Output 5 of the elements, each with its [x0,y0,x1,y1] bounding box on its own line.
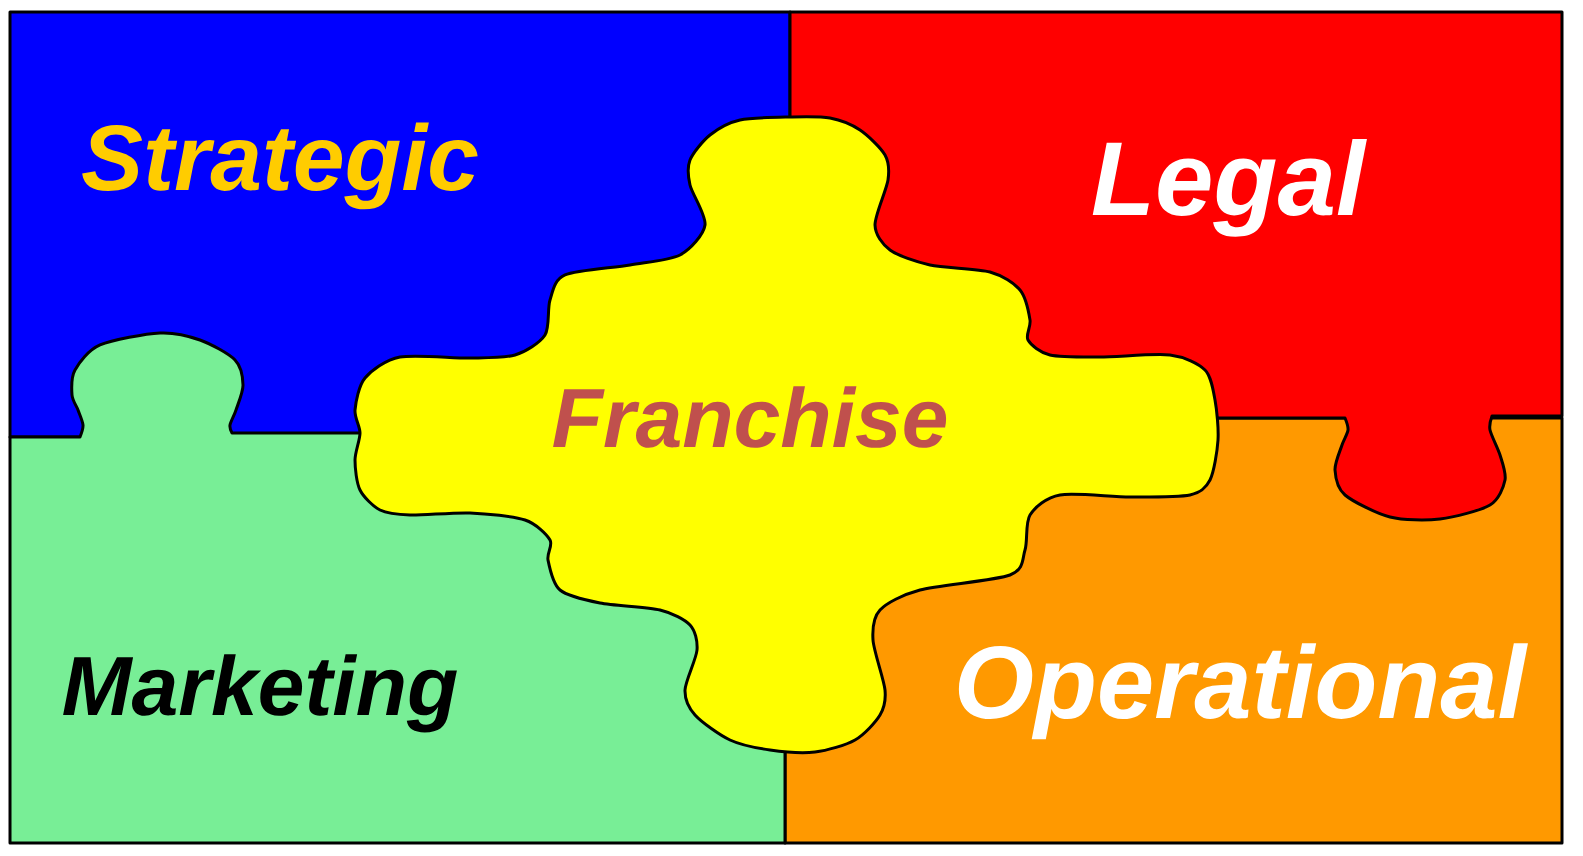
piece-label: Legal [1092,138,1367,237]
piece-label: Franchise [553,386,947,448]
piece-label: Operational [958,643,1528,740]
piece-label: Marketing [63,654,457,733]
piece-label: Strategic [82,122,478,210]
